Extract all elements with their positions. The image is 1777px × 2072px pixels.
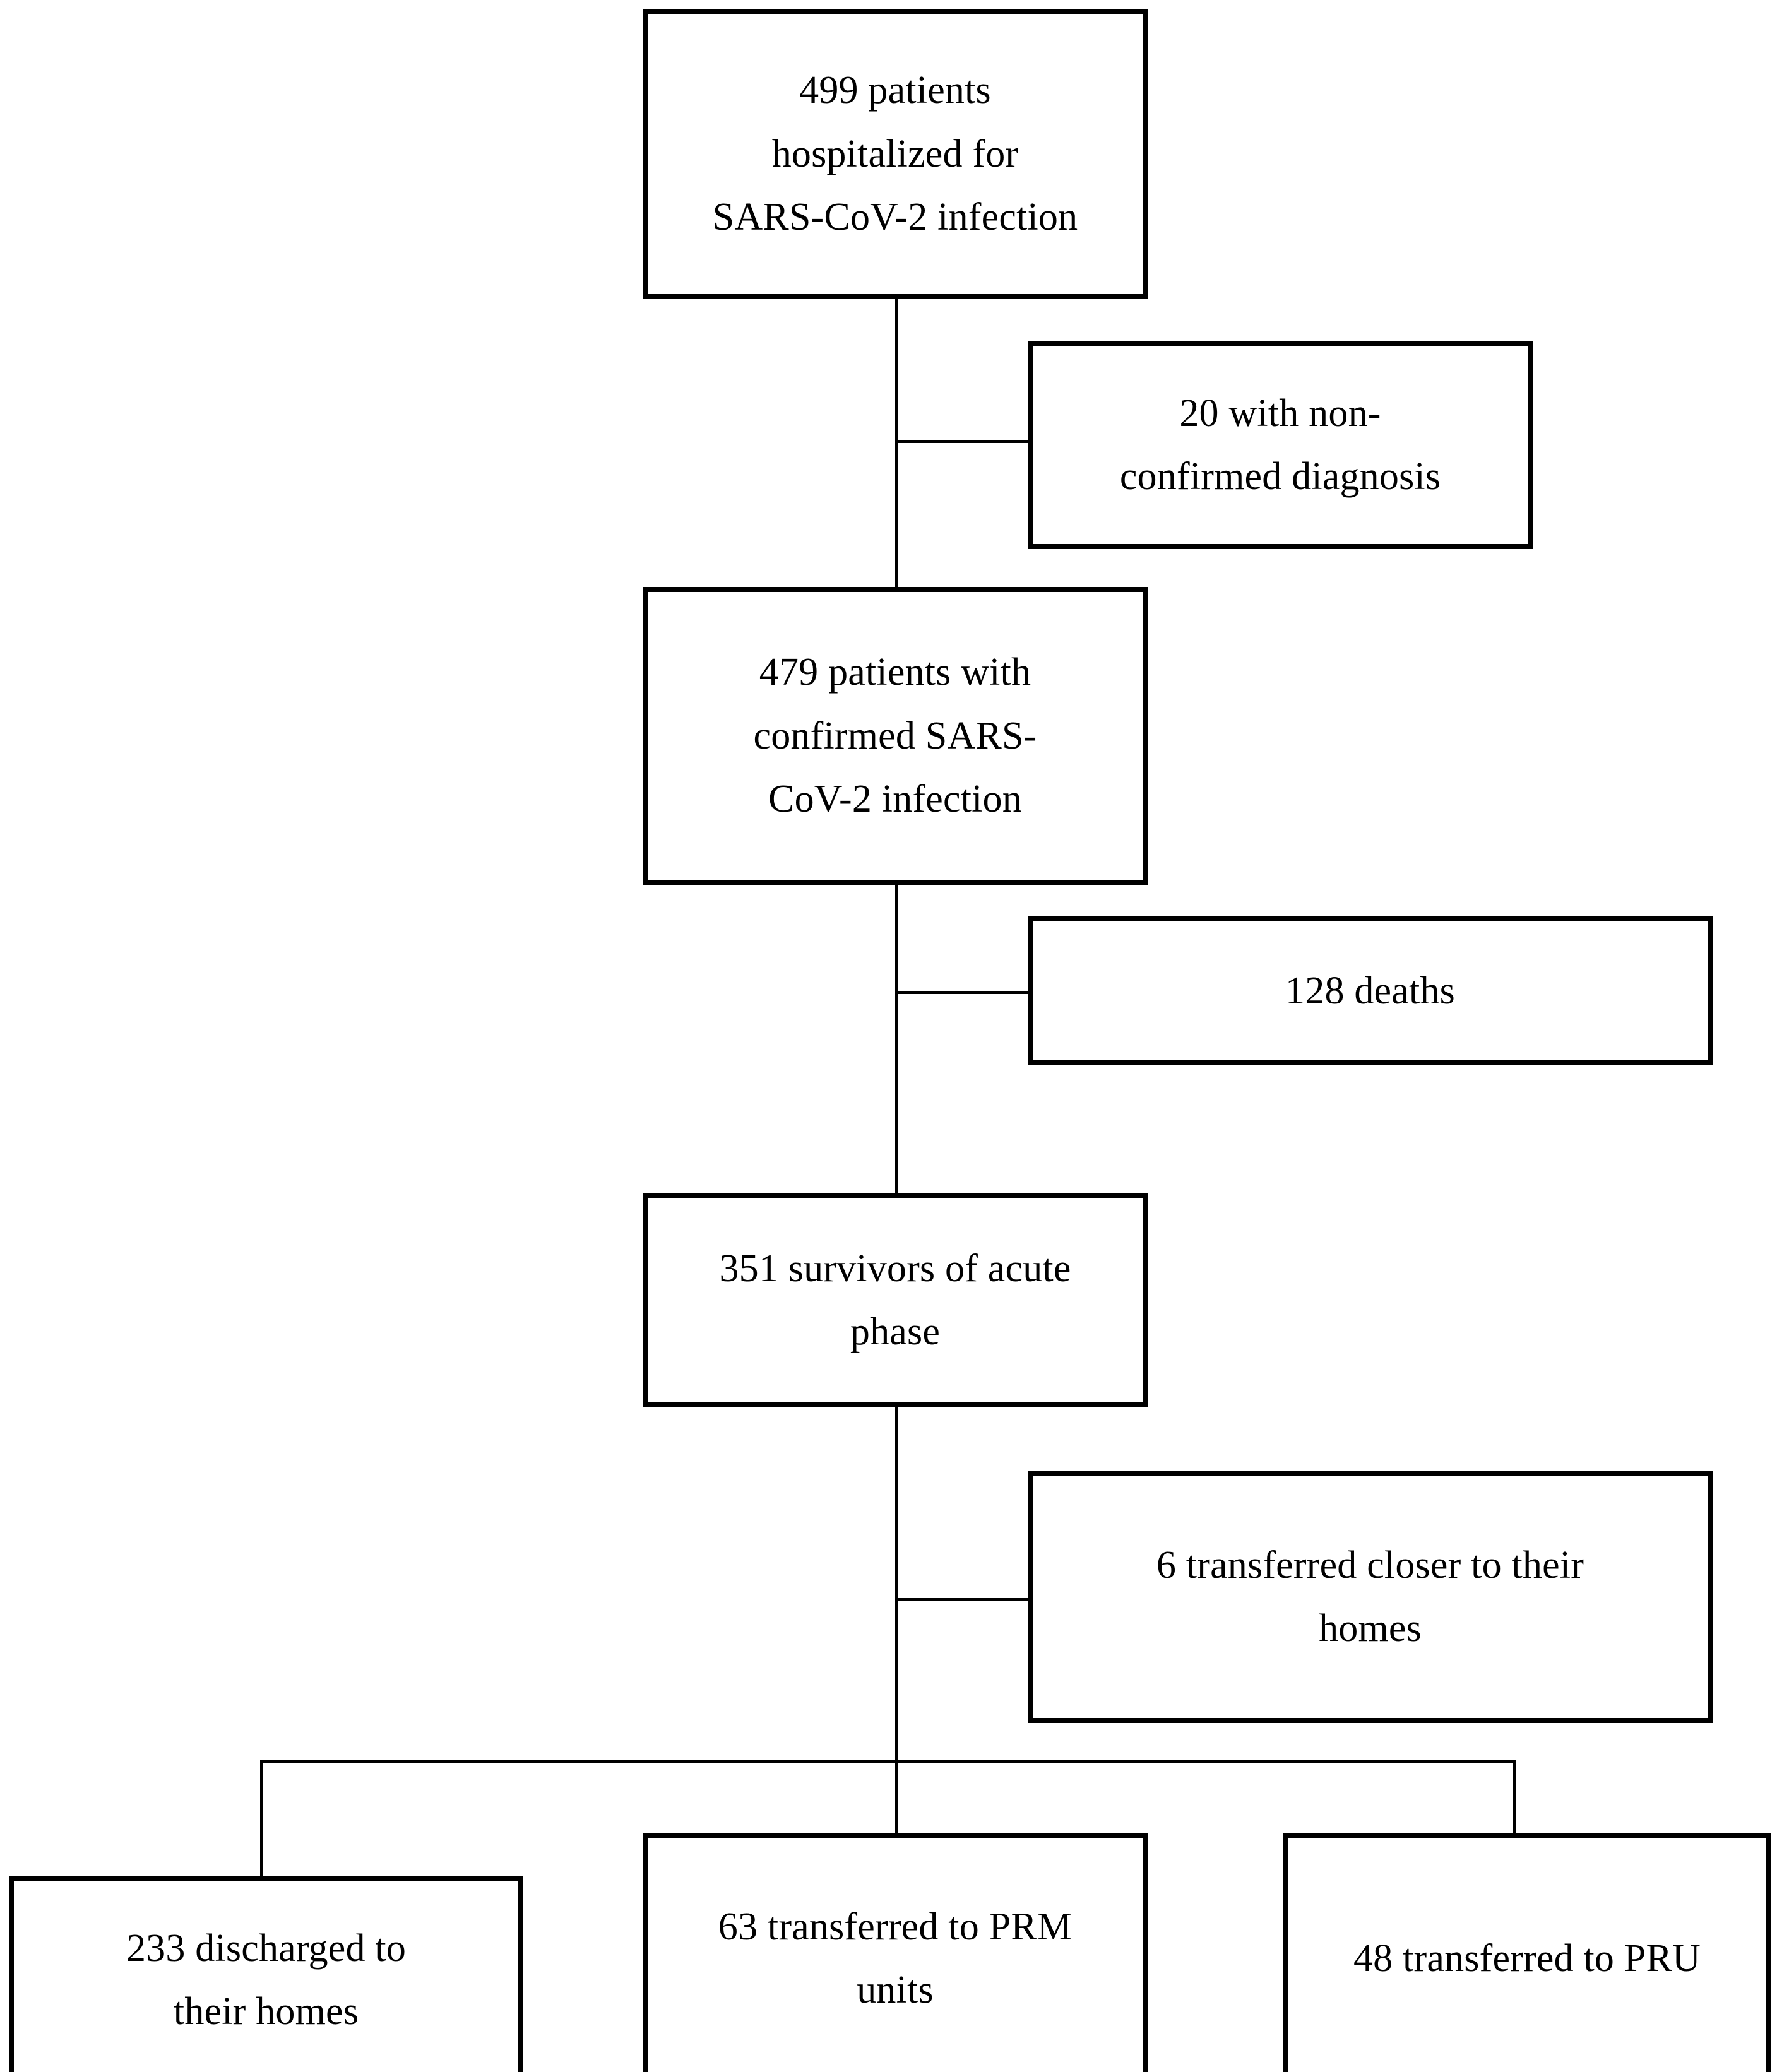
node-hospitalized-line-3: SARS-CoV-2 infection bbox=[712, 196, 1078, 239]
node-transferred-prm-line-2: units bbox=[857, 1968, 934, 2011]
connector-confirmed-to-survivors bbox=[895, 885, 898, 1199]
node-non-confirmed-line-2: confirmed diagnosis bbox=[1119, 455, 1441, 498]
node-transferred-pru[interactable]: 48 transferred to PRU bbox=[1283, 1833, 1771, 2072]
connector-confirmed-to-deaths bbox=[895, 991, 1029, 994]
connector-survivors-to-bus bbox=[895, 1407, 898, 1761]
node-non-confirmed[interactable]: 20 with non- confirmed diagnosis bbox=[1028, 341, 1533, 549]
connector-bus-horizontal bbox=[260, 1760, 1516, 1763]
node-discharged-home[interactable]: 233 discharged to their homes bbox=[9, 1876, 523, 2072]
connector-survivors-to-transferred-home bbox=[895, 1598, 1029, 1601]
node-confirmed-line-3: CoV-2 infection bbox=[768, 778, 1022, 821]
node-confirmed[interactable]: 479 patients with confirmed SARS- CoV-2 … bbox=[643, 587, 1148, 885]
connector-hospitalized-to-nonconfirmed bbox=[895, 440, 1029, 443]
node-survivors-line-2: phase bbox=[850, 1310, 941, 1353]
node-transferred-pru-line-1: 48 transferred to PRU bbox=[1353, 1936, 1701, 1980]
connector-bus-to-prm bbox=[895, 1760, 898, 1837]
node-transferred-prm[interactable]: 63 transferred to PRM units bbox=[643, 1833, 1148, 2072]
connector-bus-to-pru bbox=[1513, 1760, 1516, 1837]
node-discharged-home-line-2: their homes bbox=[173, 1990, 359, 2033]
node-confirmed-line-1: 479 patients with bbox=[759, 651, 1031, 694]
node-deaths-line-1: 128 deaths bbox=[1285, 969, 1455, 1012]
node-survivors[interactable]: 351 survivors of acute phase bbox=[643, 1193, 1148, 1407]
node-hospitalized[interactable]: 499 patients hospitalized for SARS-CoV-2… bbox=[643, 9, 1148, 299]
node-transferred-closer-home-line-1: 6 transferred closer to their bbox=[1156, 1543, 1584, 1587]
node-transferred-prm-line-1: 63 transferred to PRM bbox=[718, 1905, 1073, 1948]
connector-bus-to-discharged bbox=[260, 1760, 263, 1880]
node-confirmed-line-2: confirmed SARS- bbox=[753, 714, 1037, 757]
node-transferred-closer-home-line-2: homes bbox=[1319, 1607, 1422, 1650]
node-survivors-line-1: 351 survivors of acute bbox=[719, 1246, 1071, 1290]
node-hospitalized-line-1: 499 patients bbox=[799, 69, 991, 112]
node-non-confirmed-line-1: 20 with non- bbox=[1179, 391, 1381, 435]
node-hospitalized-line-2: hospitalized for bbox=[771, 132, 1019, 175]
connector-hospitalized-to-confirmed bbox=[895, 298, 898, 593]
node-transferred-closer-home[interactable]: 6 transferred closer to their homes bbox=[1028, 1471, 1713, 1723]
node-discharged-home-line-1: 233 discharged to bbox=[126, 1926, 407, 1970]
node-deaths[interactable]: 128 deaths bbox=[1028, 916, 1713, 1065]
